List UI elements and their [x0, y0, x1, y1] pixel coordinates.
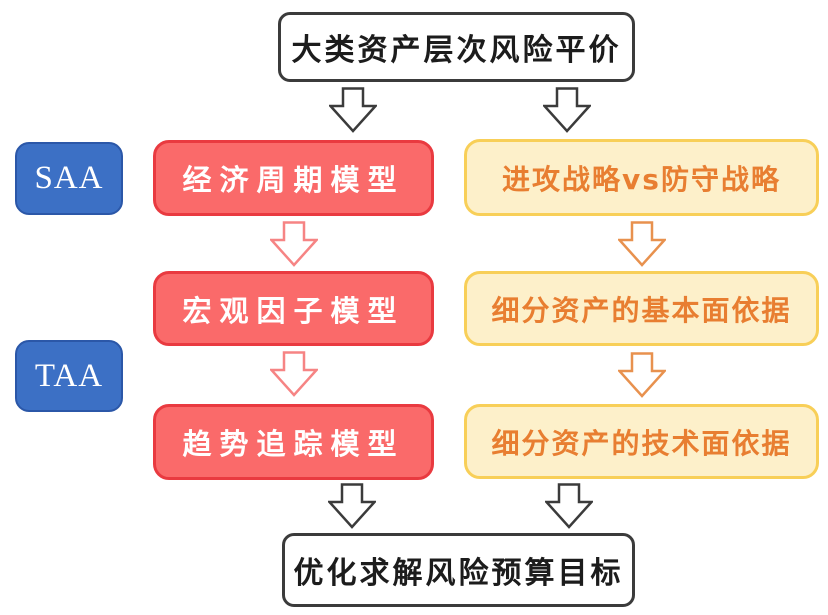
down-arrow-red-icon: [270, 351, 318, 397]
box-trend-following-model-label: 趋势追踪模型: [182, 427, 405, 461]
box-macro-factor-model-label: 宏观因子模型: [182, 293, 405, 328]
down-arrow-icon: [329, 87, 377, 133]
down-arrow-icon: [328, 483, 376, 529]
box-technical-basis-label: 细分资产的技术面依据: [491, 426, 792, 460]
box-technical-basis: 细分资产的技术面依据: [464, 404, 819, 479]
box-fundamental-basis: 细分资产的基本面依据: [464, 271, 819, 346]
label-taa-text: TAA: [34, 357, 104, 394]
box-fundamental-basis-label: 细分资产的基本面依据: [491, 293, 792, 327]
box-macro-factor-model: 宏观因子模型: [153, 271, 434, 346]
down-arrow-icon: [543, 87, 591, 133]
box-optimize-risk-budget-target-label: 优化求解风险预算目标: [293, 556, 624, 591]
box-asset-class-risk-parity-label: 大类资产层次风险平价: [291, 33, 622, 68]
label-taa: TAA: [15, 340, 123, 412]
box-offense-vs-defense-strategy: 进攻战略vs防守战略: [464, 139, 819, 216]
down-arrow-orange-icon: [618, 221, 666, 267]
box-economic-cycle-model-label: 经济周期模型: [182, 163, 405, 197]
down-arrow-orange-icon: [618, 352, 666, 398]
down-arrow-icon: [545, 483, 593, 529]
box-trend-following-model: 趋势追踪模型: [153, 404, 434, 480]
box-asset-class-risk-parity: 大类资产层次风险平价: [278, 12, 635, 82]
label-saa: SAA: [15, 142, 123, 215]
box-optimize-risk-budget-target: 优化求解风险预算目标: [282, 533, 635, 607]
label-saa-text: SAA: [34, 160, 104, 196]
box-offense-vs-defense-strategy-label: 进攻战略vs防守战略: [502, 162, 781, 196]
box-economic-cycle-model: 经济周期模型: [153, 140, 434, 216]
down-arrow-red-icon: [270, 221, 318, 267]
